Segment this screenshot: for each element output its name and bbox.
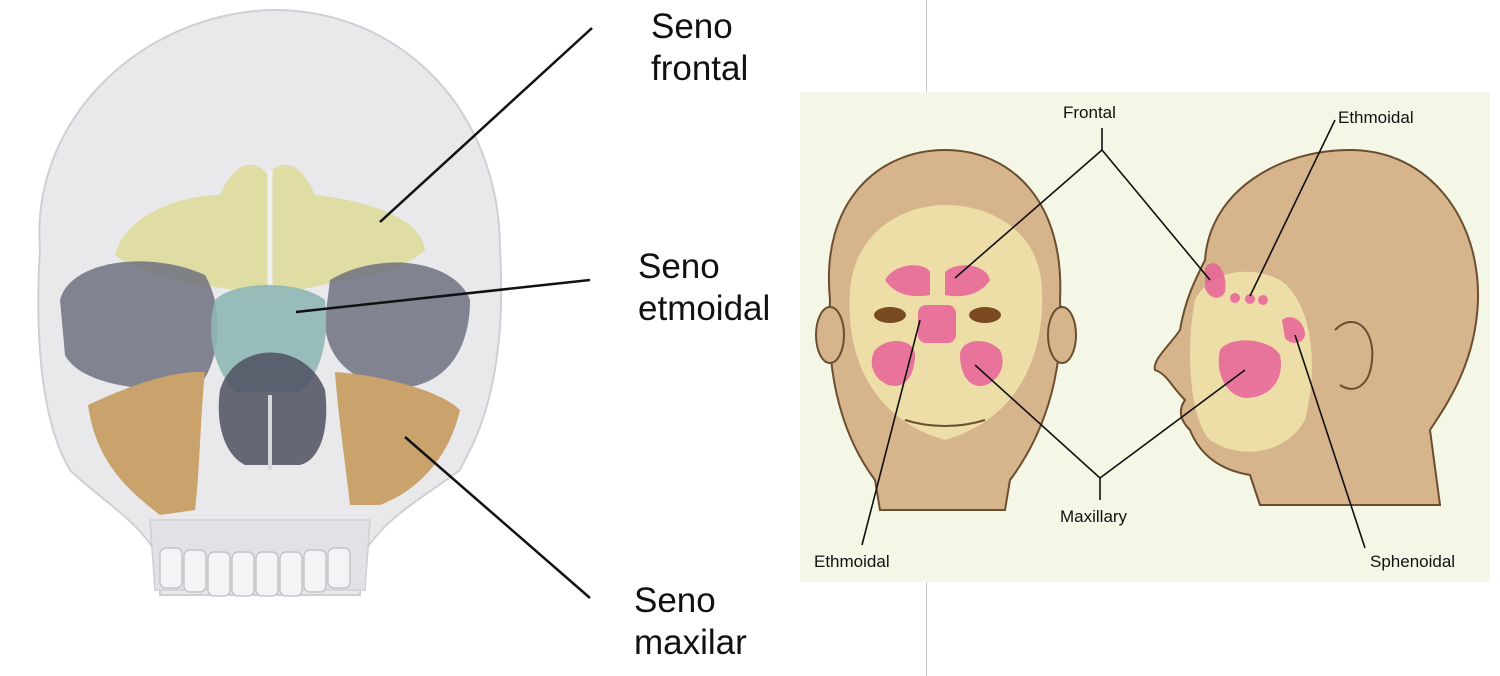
right-orbit: [325, 262, 470, 388]
label-sphenoidal: Sphenoidal: [1370, 552, 1456, 571]
skull-illustration: [37, 8, 593, 599]
front-maxillary-sinus-left: [871, 340, 915, 386]
label-line: etmoidal: [638, 289, 771, 328]
label-ethmoidal-bottom: Ethmoidal: [814, 552, 890, 571]
leader-maxillary-side: [1099, 369, 1246, 479]
leader-ethmoidal-top: [1249, 119, 1336, 297]
front-eye-right: [969, 307, 1001, 323]
leader-frontal-side: [1101, 149, 1211, 281]
side-ethmoid-sinus-2: [1245, 294, 1255, 304]
label-seno-frontal: Seno frontal: [651, 6, 748, 90]
label-maxillary: Maxillary: [1060, 507, 1128, 526]
front-mouth: [904, 419, 986, 427]
front-frontal-sinus-right: [945, 265, 990, 297]
label-line: Seno: [651, 7, 733, 46]
teeth: [159, 547, 351, 597]
front-maxillary-sinus-right: [960, 340, 1003, 386]
front-sinuses: [871, 265, 1003, 386]
side-ethmoid-sinus-3: [1258, 295, 1268, 305]
nasal-cavity: [218, 352, 327, 465]
label-seno-maxilar: Seno maxilar: [634, 580, 747, 664]
leader-frontal: [379, 27, 593, 223]
label-line: Seno: [634, 581, 716, 620]
label-line: frontal: [651, 49, 749, 88]
right-maxillary-sinus: [335, 372, 460, 505]
front-frontal-sinus-left: [885, 265, 930, 297]
leader-maxillary-front: [974, 364, 1101, 479]
label-ethmoidal-top: Ethmoidal: [1338, 108, 1414, 127]
side-ethmoid-sinus-1: [1230, 293, 1240, 303]
side-sinuses: [1205, 263, 1305, 398]
leader-ethmoid: [295, 278, 591, 314]
side-frontal-sinus: [1205, 263, 1226, 298]
label-line: Seno: [638, 247, 720, 286]
leader-ethmoidal-bottom: [861, 319, 921, 546]
label-line: maxilar: [634, 623, 747, 662]
leader-frontal-front: [954, 149, 1103, 279]
front-ear-right: [1047, 306, 1077, 364]
right-leader-lines: [861, 119, 1366, 549]
leader-sphenoidal: [1294, 334, 1366, 549]
side-sphenoidal-sinus: [1282, 317, 1305, 343]
left-maxillary-sinus: [88, 371, 205, 515]
label-frontal: Frontal: [1063, 103, 1116, 122]
leader-maxillary: [404, 436, 591, 599]
side-maxillary-sinus: [1218, 340, 1281, 398]
front-ethmoid-sinus: [918, 305, 956, 343]
left-orbit: [60, 261, 218, 389]
front-ear-left: [815, 306, 845, 364]
side-ear: [1334, 320, 1374, 390]
front-eye-left: [874, 307, 906, 323]
label-seno-etmoidal: Seno etmoidal: [638, 246, 770, 330]
